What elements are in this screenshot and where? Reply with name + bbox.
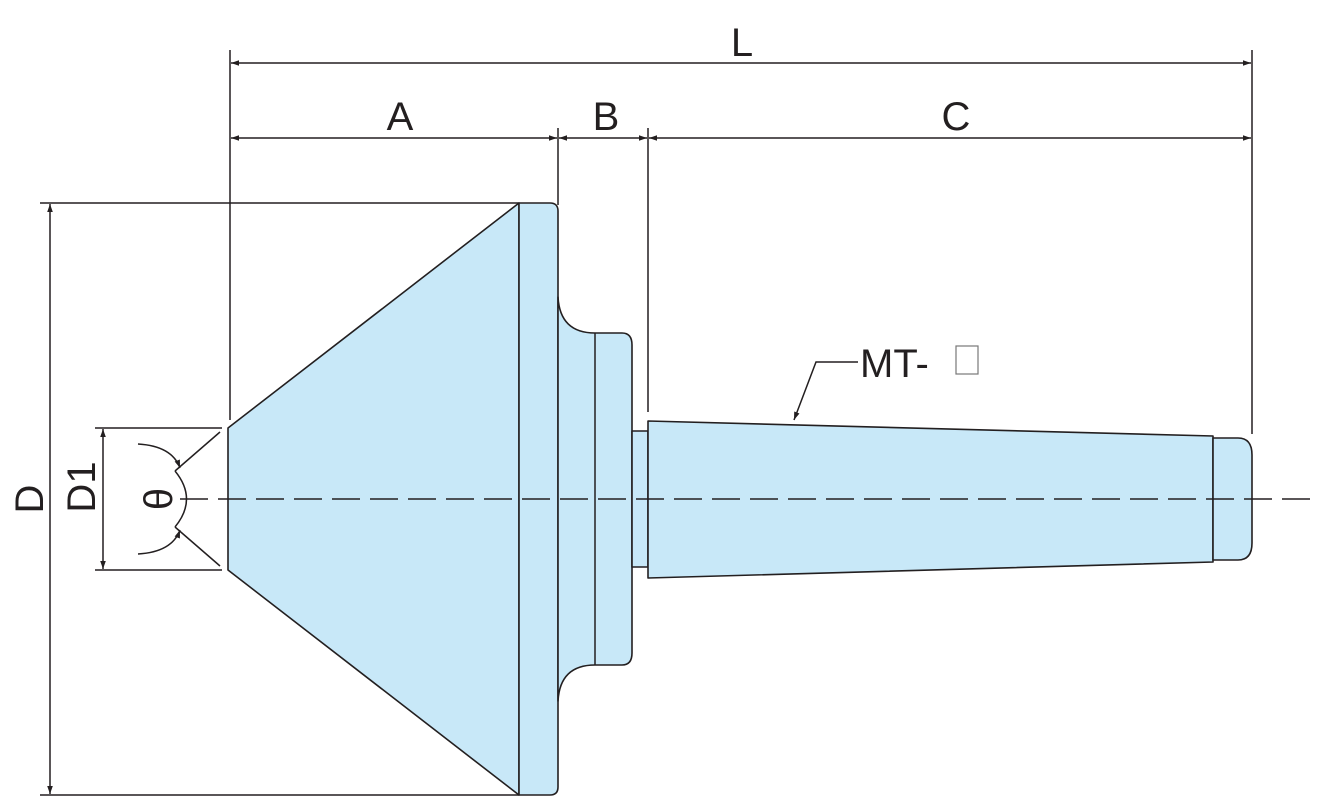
angle-theta-indicator: [137, 431, 221, 567]
dim-label-D1: D1: [60, 461, 104, 512]
dim-label-A: A: [387, 95, 414, 139]
dim-label-D: D: [8, 485, 52, 514]
dim-label-B: B: [593, 95, 620, 139]
morse-taper-leader: [793, 361, 858, 421]
dimension-lines: [47, 60, 1251, 794]
angle-label-theta: θ: [137, 488, 181, 510]
extension-lines: [40, 50, 1253, 796]
dim-label-C: C: [942, 95, 971, 139]
morse-taper-shank: [647, 420, 1214, 579]
dim-label-L: L: [731, 21, 753, 65]
taper-label: MT-: [860, 342, 929, 386]
taper-size-placeholder-box: [955, 345, 979, 375]
